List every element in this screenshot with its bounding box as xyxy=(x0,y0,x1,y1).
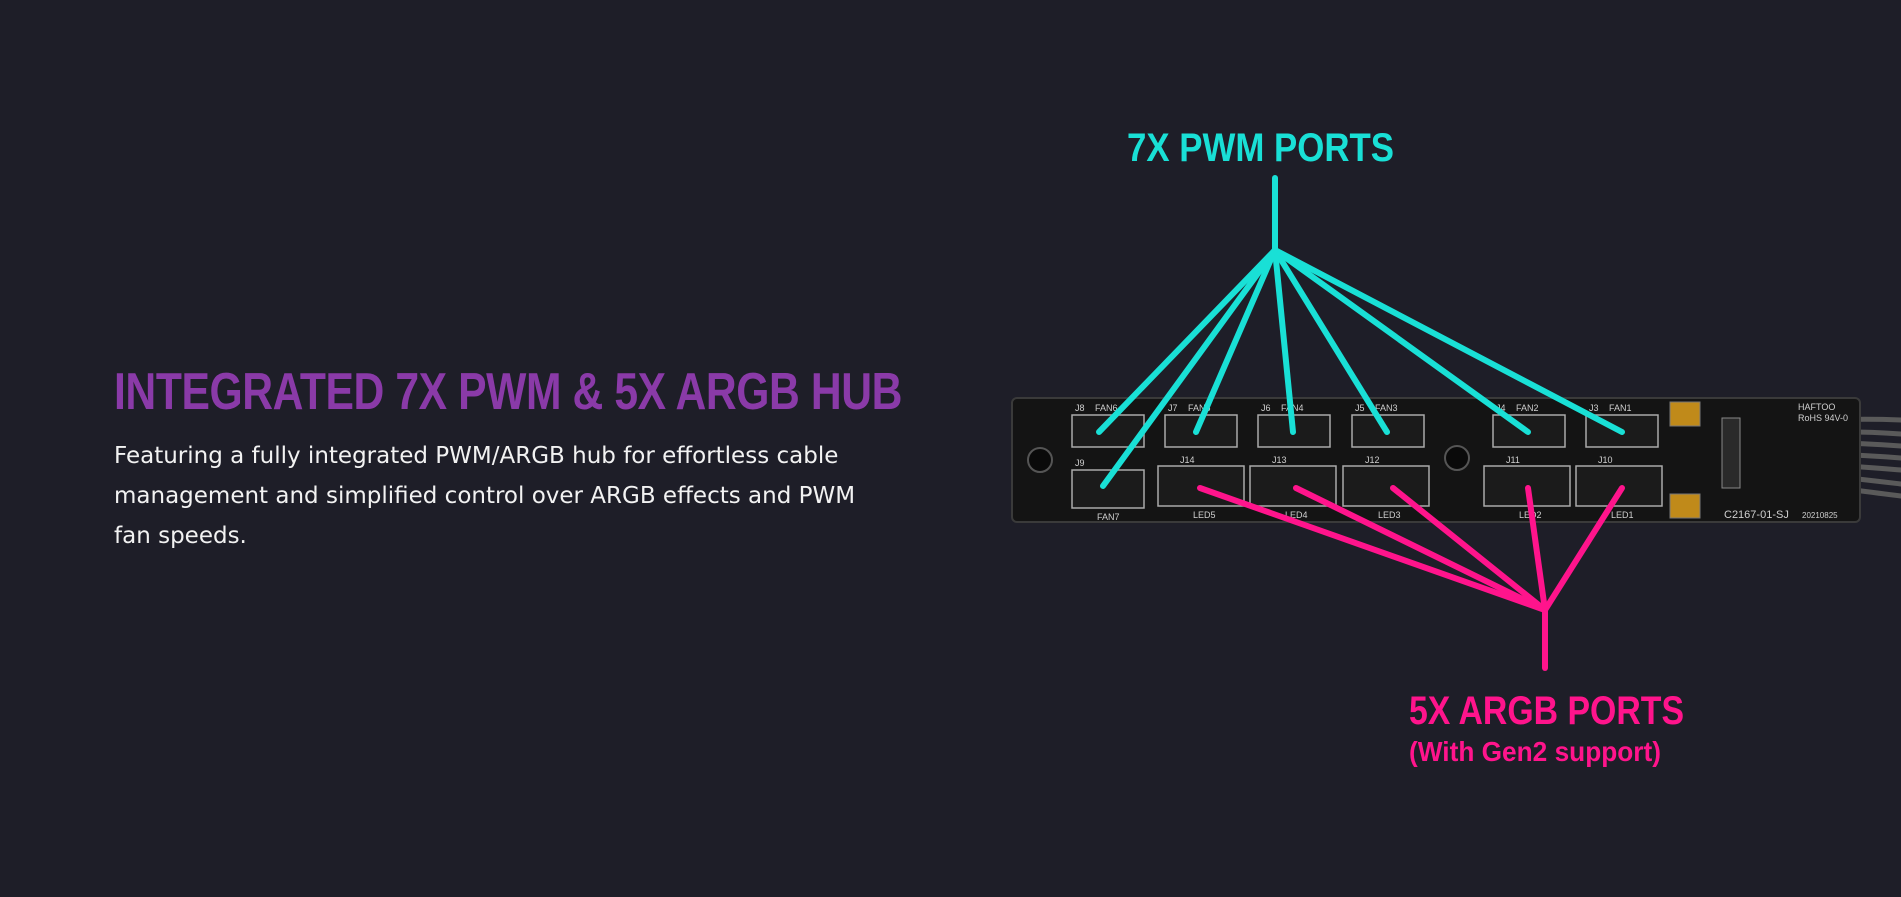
feature-text: INTEGRATED 7X PWM & 5X ARGB HUB Featurin… xyxy=(114,362,914,556)
silk-fan3: FAN3 xyxy=(1375,403,1398,413)
pwm-ports-label: 7X PWM PORTS xyxy=(1127,126,1394,170)
silk-j9: J9 xyxy=(1075,458,1085,468)
silk-j14: J14 xyxy=(1180,455,1195,465)
silk-j7: J7 xyxy=(1168,403,1178,413)
silk-j12: J12 xyxy=(1365,455,1380,465)
silk-date: 20210825 xyxy=(1802,511,1838,520)
pcb-board: J8 FAN6 J7 FAN5 J6 FAN4 J5 FAN3 J4 FAN2 … xyxy=(1011,397,1861,523)
silk-led1: LED1 xyxy=(1611,510,1634,520)
smd-fuse-top xyxy=(1669,401,1701,427)
pwm-callout-lines xyxy=(1096,175,1625,489)
silk-cert: RoHS 94V-0 xyxy=(1798,413,1848,423)
silk-fan5: FAN5 xyxy=(1188,403,1211,413)
silk-fan6: FAN6 xyxy=(1095,403,1118,413)
led-header-3 xyxy=(1342,465,1430,507)
power-connector xyxy=(1721,417,1741,489)
led-header-1 xyxy=(1575,465,1663,507)
silk-j5: J5 xyxy=(1355,403,1365,413)
mount-hole-left xyxy=(1027,447,1053,473)
silk-model: C2167-01-SJ xyxy=(1724,509,1789,521)
argb-callout-lines xyxy=(1197,485,1625,671)
silk-fan7: FAN7 xyxy=(1097,512,1120,522)
silk-j10: J10 xyxy=(1598,455,1613,465)
silk-j13: J13 xyxy=(1272,455,1287,465)
silk-led3: LED3 xyxy=(1378,510,1401,520)
silk-led5: LED5 xyxy=(1193,510,1216,520)
silk-fan2: FAN2 xyxy=(1516,403,1539,413)
argb-gen2-label: (With Gen2 support) xyxy=(1409,736,1661,767)
silk-maker: HAFTOO xyxy=(1798,402,1835,412)
feature-description: Featuring a fully integrated PWM/ARGB hu… xyxy=(114,443,856,549)
silk-j11: J11 xyxy=(1506,455,1520,465)
smd-fuse-bottom xyxy=(1669,493,1701,519)
silk-j4: J4 xyxy=(1496,403,1506,413)
silk-j8: J8 xyxy=(1075,403,1085,413)
silk-j6: J6 xyxy=(1261,403,1271,413)
silk-j3: J3 xyxy=(1589,403,1599,413)
silk-fan1: FAN1 xyxy=(1609,403,1632,413)
mount-hole-center xyxy=(1444,445,1470,471)
argb-ports-label: 5X ARGB PORTS xyxy=(1409,689,1684,733)
silk-led4: LED4 xyxy=(1285,510,1308,520)
